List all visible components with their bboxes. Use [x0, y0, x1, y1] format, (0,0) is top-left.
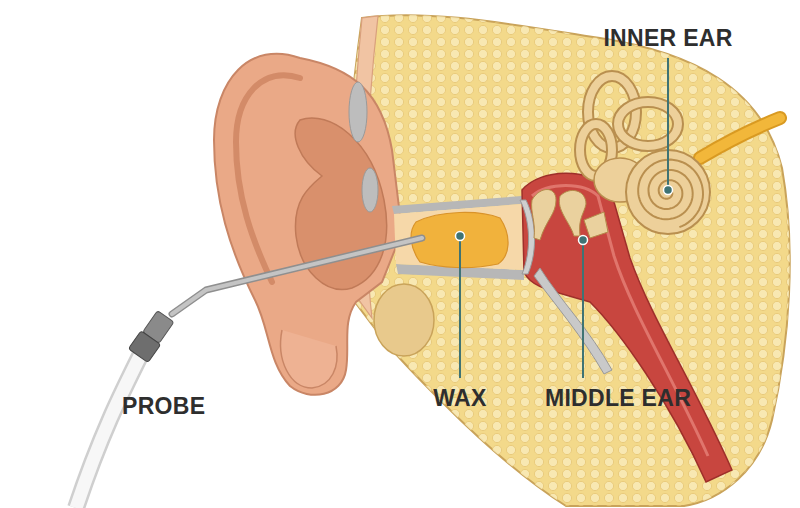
leader-dot [664, 186, 673, 195]
cartilage [362, 168, 378, 212]
grey-membrane [534, 268, 612, 374]
incus [559, 190, 586, 236]
cochlea-spiral [638, 160, 703, 228]
earlobe [281, 330, 337, 388]
probe [76, 238, 422, 508]
stapes [584, 212, 608, 238]
inner-ear-label: INNER EAR [603, 26, 732, 51]
helix-fold [236, 75, 300, 282]
malleus [532, 190, 556, 241]
probe-connector [128, 309, 175, 362]
nerve [700, 118, 780, 158]
inner-ear [580, 76, 780, 234]
leader-dot [456, 232, 465, 241]
probe-tip [172, 238, 422, 314]
probe-tube [76, 356, 140, 508]
cartilage-lump [374, 284, 434, 356]
probe-tip [172, 238, 422, 314]
probe-tube [76, 356, 140, 508]
bone-texture [345, 15, 790, 506]
leader-line [459, 240, 461, 378]
outer-ear [214, 54, 402, 395]
temporal-bone [345, 15, 790, 506]
cartilage [349, 82, 367, 142]
leader-lines [456, 58, 673, 378]
nerve [700, 118, 780, 158]
middle-ear-label: MIDDLE EAR [545, 386, 691, 411]
connector-body [128, 331, 160, 363]
pinna [214, 54, 402, 395]
leader-line [667, 58, 669, 186]
leader-line [582, 244, 584, 378]
probe-label: PROBE [122, 394, 205, 419]
wax-label: WAX [433, 386, 486, 411]
leader-dot [579, 236, 588, 245]
bone-region [345, 15, 790, 506]
